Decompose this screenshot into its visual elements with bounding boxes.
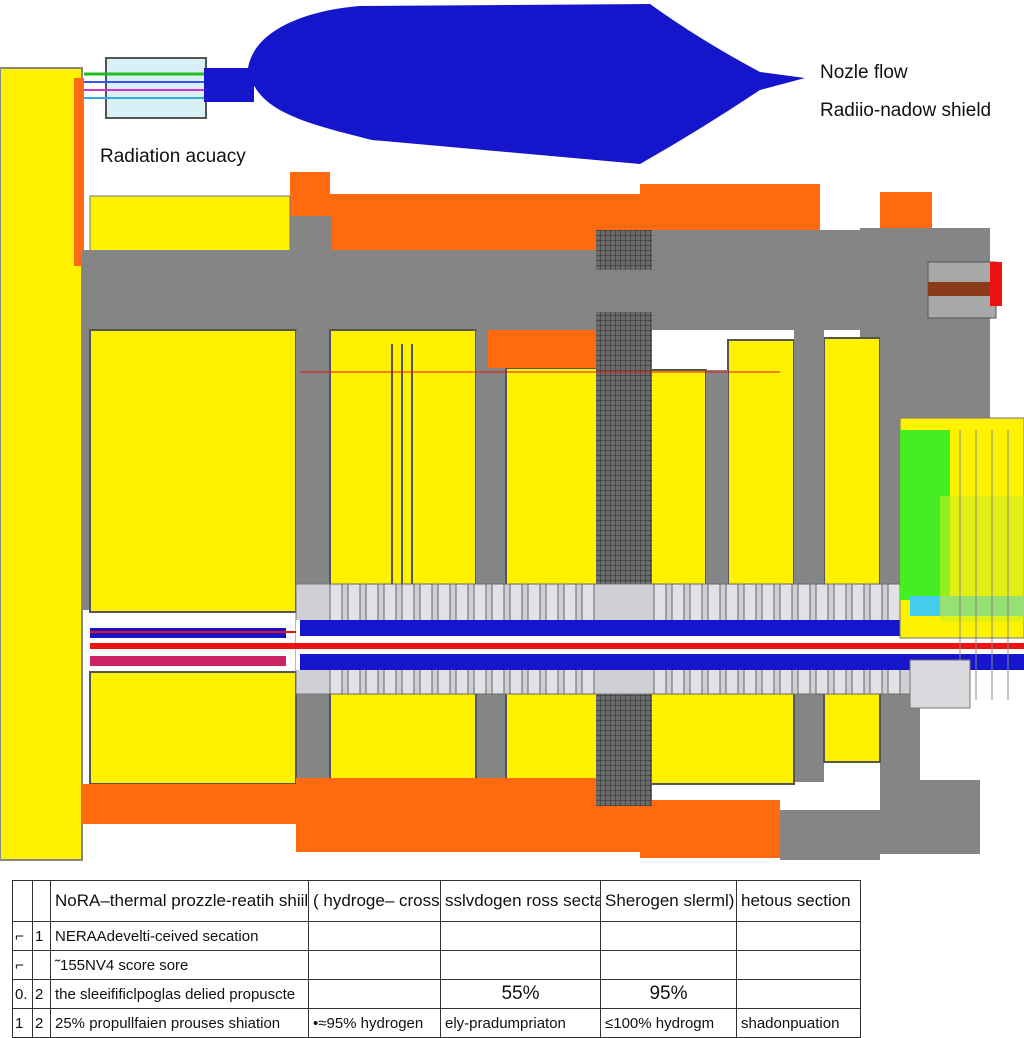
table-cell: 1 (12, 1008, 33, 1038)
table-cell: hetous section (736, 880, 861, 922)
table-cell: the sleeifificlpoglas delied propuscte (50, 979, 309, 1009)
table-cell: 55% (440, 979, 601, 1009)
left-reflector (0, 67, 84, 861)
table-cell: sslvdogen ross sectac- tth (440, 880, 601, 922)
table-cell (736, 921, 861, 951)
table-cell (600, 950, 737, 980)
table-cell: NoRA–thermal prozzle-reatih shiild (50, 880, 309, 922)
table-cell (12, 880, 33, 922)
nuclear-thermal-rocket-diagram (0, 4, 1024, 861)
table-cell (32, 880, 51, 922)
table-row: ⌐ ˜155NV4 score sore (12, 950, 861, 980)
table-cell: 2 (32, 979, 51, 1009)
table-cell: ˜155NV4 score sore (50, 950, 309, 980)
table-cell: ⌐ (12, 921, 33, 951)
table-cell: Sherogen slerml) (600, 880, 737, 922)
table-cell (440, 921, 601, 951)
table-cell: ≤100% hydrogm (600, 1008, 737, 1038)
nozzle-exit-detail (899, 417, 1024, 709)
table-cell (308, 979, 441, 1009)
central-flow-channel (90, 583, 1024, 695)
table-cell (736, 950, 861, 980)
table-cell (600, 921, 737, 951)
table-cell: ⌐ (12, 950, 33, 980)
table-row: NoRA–thermal prozzle-reatih shiild( hydr… (12, 880, 861, 922)
radiation-shadow-shield (84, 57, 254, 119)
table-cell: ely-pradumpriaton (440, 1008, 601, 1038)
table-cell: shadonpuation (736, 1008, 861, 1038)
table-cell: 25% propullfaien prouses shiation (50, 1008, 309, 1038)
radiation-accuracy-label: Radiation acuacy (100, 146, 246, 167)
nozzle-flow-label: Nozle flow (820, 62, 908, 83)
table-cell: NERAAdevelti-ceived secation (50, 921, 309, 951)
table-cell: •≈95% hydrogen (308, 1008, 441, 1038)
table-cell: 0. (12, 979, 33, 1009)
table-cell: 2 (32, 1008, 51, 1038)
shadow-shield-label: Radiio-nadow shield (820, 100, 992, 121)
table-cell: ( hydroge– cross- accoren (308, 880, 441, 922)
table-cell: 95% (600, 979, 737, 1009)
table-cell (32, 950, 51, 980)
outlet-flange (927, 261, 1002, 319)
table-cell (308, 950, 441, 980)
reactor-core (82, 172, 990, 860)
legend-table: NoRA–thermal prozzle-reatih shiild( hydr… (12, 880, 861, 1038)
table-cell (736, 979, 861, 1009)
table-cell (308, 921, 441, 951)
control-drum-grid (596, 230, 652, 806)
table-cell (440, 950, 601, 980)
nozzle-plume (248, 4, 805, 164)
table-cell: 1 (32, 921, 51, 951)
